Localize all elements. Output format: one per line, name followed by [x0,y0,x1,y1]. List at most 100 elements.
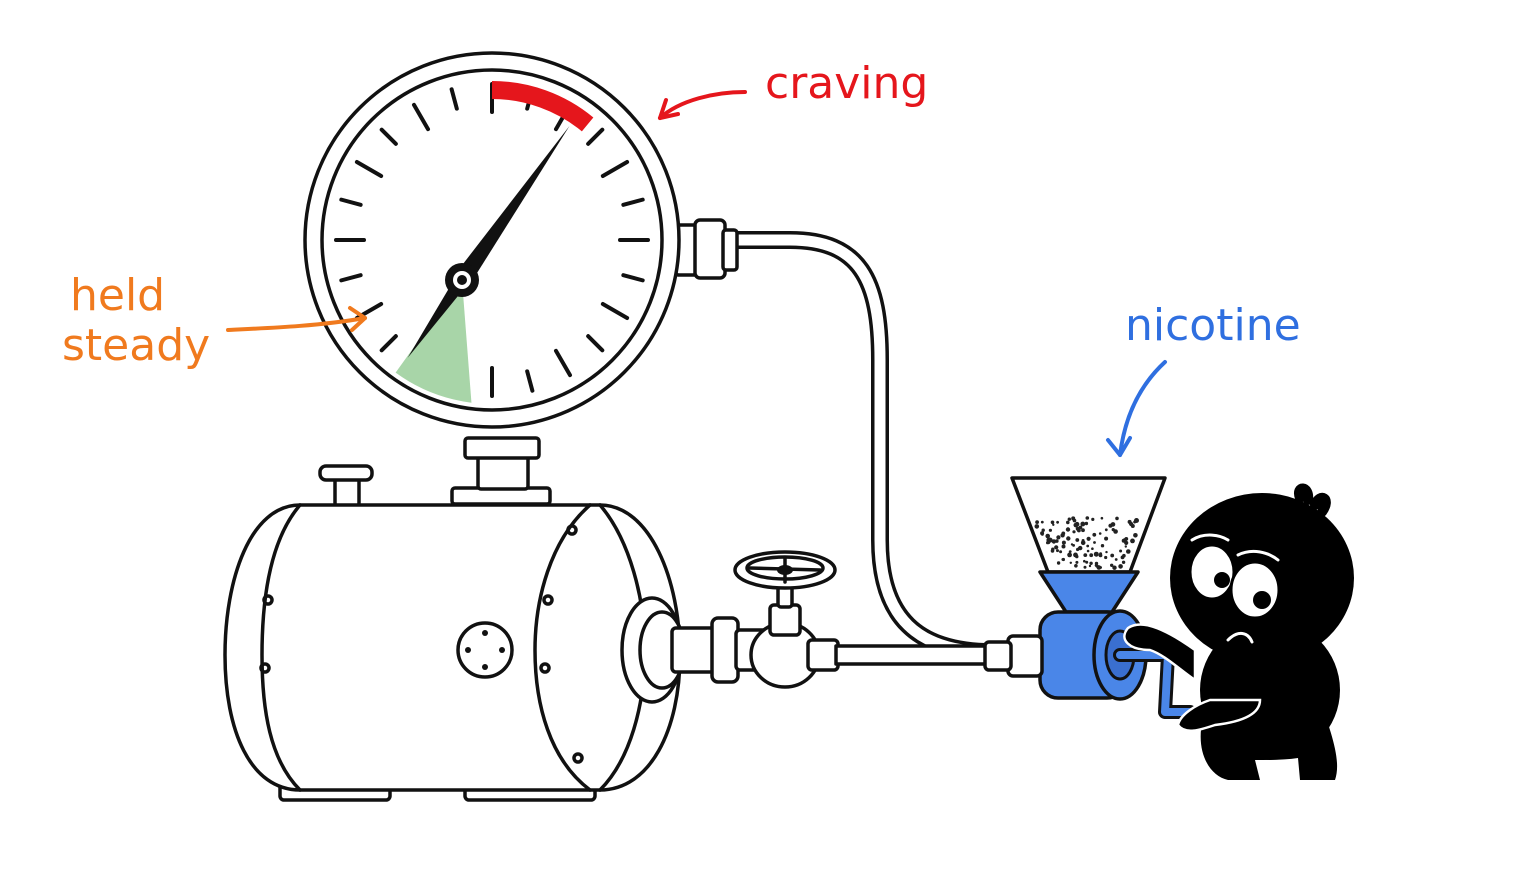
granule [1045,533,1050,539]
nicotine-annotation: nicotine [1106,300,1301,457]
granule [1098,532,1102,535]
granule [1114,558,1118,561]
character-figure [1123,483,1354,780]
pressure-tank [223,464,686,802]
granule [1065,527,1071,532]
granule [1073,552,1078,558]
granule [1050,520,1055,525]
granule [1056,561,1061,565]
granule [1072,518,1077,523]
granule [1056,520,1059,524]
granule [1130,538,1135,544]
granule [1105,550,1108,554]
gauge-tick [621,197,645,207]
granule [1052,523,1055,526]
granule [1104,555,1108,560]
gauge-tick [354,160,384,178]
craving-label: craving [765,58,928,109]
granule [1094,564,1098,567]
valve-handwheel-icon[interactable] [733,550,837,590]
granule [1130,524,1135,528]
granule [1091,517,1095,522]
granule [1124,545,1128,548]
granule [1034,524,1040,529]
granule [1100,544,1105,548]
granule [1126,549,1131,554]
granule [1086,544,1090,548]
gauge-tick [412,102,430,132]
granule [1073,522,1079,528]
granule [1051,547,1055,551]
granule [1124,537,1129,541]
granule [1081,528,1085,533]
held-label-line2: steady [62,320,210,371]
granule [1085,560,1089,564]
granule [1072,530,1076,534]
gauge-tick [621,273,645,283]
granule [1059,550,1063,554]
granule [1110,553,1115,558]
granule [1089,553,1094,558]
granule [1080,540,1086,546]
craving-annotation: craving [658,58,928,120]
gauge-tick [449,87,459,111]
granule [1041,528,1045,532]
granule [1122,553,1126,558]
granule [1041,533,1044,536]
granule [1121,560,1126,564]
granule [1100,516,1104,520]
gauge-tick [379,334,398,353]
granule [1088,564,1092,568]
granule [1091,547,1094,550]
granule [1083,559,1086,563]
granule [1093,541,1096,544]
gauge-tick [600,302,630,320]
granule [1110,563,1114,567]
granule [1066,520,1070,525]
granule [1089,561,1093,565]
granule [1055,539,1059,543]
granule [1067,552,1072,558]
gauge-tick [554,348,572,378]
granule [1075,560,1079,564]
granule [1083,553,1088,557]
granule [1092,532,1097,537]
granule [1080,521,1086,527]
granule [1051,539,1057,544]
craving-zone-arc [491,81,594,132]
granule [1111,528,1115,532]
granule [1086,549,1090,553]
gauge-tick [586,127,605,146]
gauge-tick [586,334,605,353]
gauge-tick [600,160,630,178]
granule [1048,528,1052,532]
nicotine-grinder[interactable] [983,476,1197,719]
granule [1083,565,1087,569]
granule [1061,544,1066,549]
granule [1068,550,1072,553]
granule [1070,543,1074,546]
held-steady-annotation: held steady [62,270,367,371]
granule [1115,516,1119,521]
granule [1099,566,1102,569]
gauge-stem [450,436,552,506]
gauge-tick [379,127,398,146]
gauge-tick [525,369,535,393]
granule [1075,538,1080,542]
granule [1093,551,1099,557]
granule [1104,536,1109,541]
gauge-needle-tail [407,275,468,358]
granule [1035,520,1039,524]
granule [1112,565,1117,570]
gauge-tick [339,273,363,283]
granule [1066,536,1071,541]
gauge-tick [339,197,363,207]
granule [1056,535,1061,540]
granule [1133,533,1138,538]
granule [1046,537,1052,543]
granule [1118,564,1123,569]
granule [1061,557,1065,562]
granule [1085,516,1090,520]
granule [1104,528,1108,532]
